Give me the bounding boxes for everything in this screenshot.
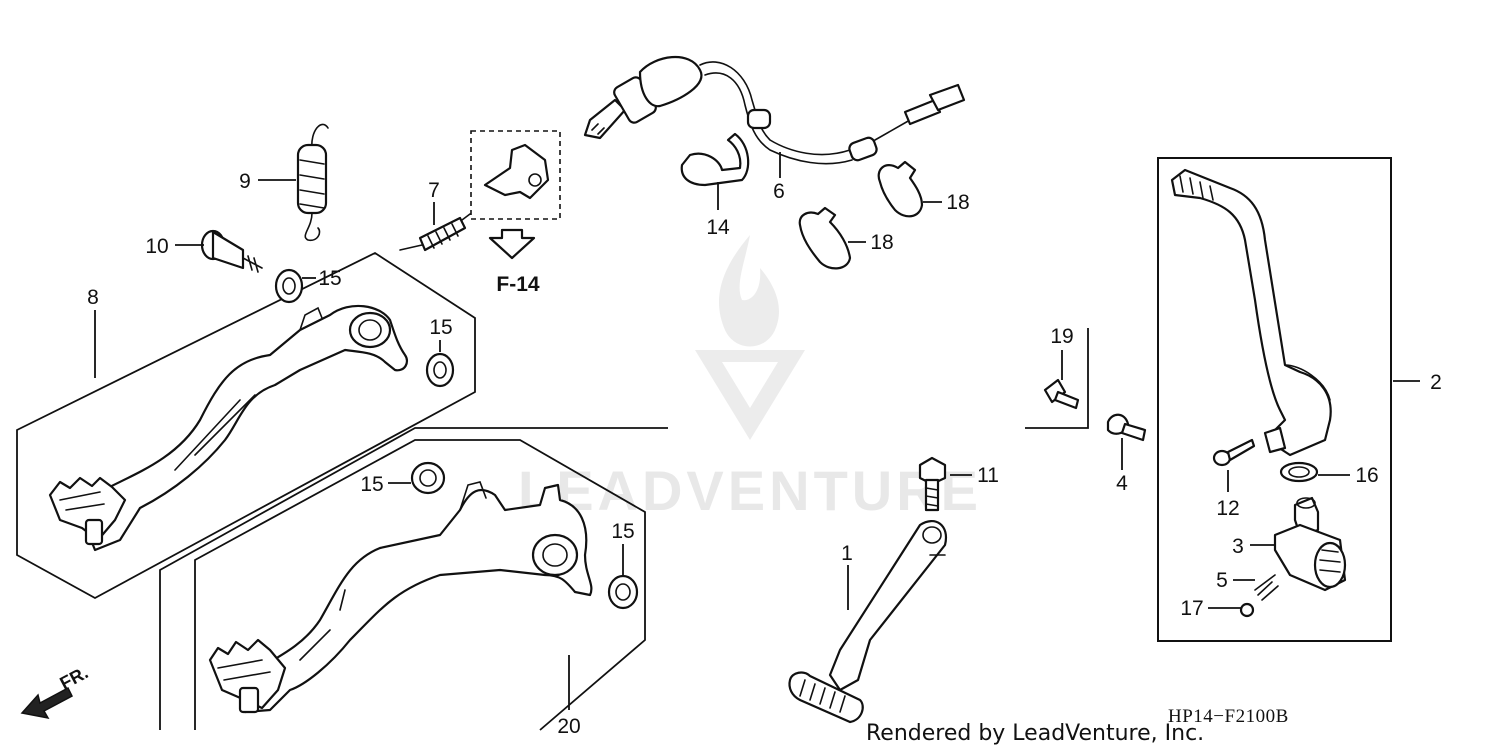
front-arrow-icon <box>20 686 73 720</box>
brake-pedal-20 <box>208 481 593 714</box>
assembly-outline-brake-pedal-20-inner <box>194 439 646 731</box>
callout-8: 8 <box>87 286 99 309</box>
callout-20: 20 <box>557 715 580 738</box>
callout-19: 19 <box>1050 325 1073 348</box>
watermark: LEADVENTURE <box>518 235 982 522</box>
diagram-code: HP14−F2100B <box>1168 706 1289 727</box>
washer-15-lower-left <box>410 461 446 495</box>
callout-10: 10 <box>145 235 168 258</box>
bolt-11 <box>918 456 947 512</box>
front-label: FR. <box>56 662 91 693</box>
callout-12: 12 <box>1216 497 1239 520</box>
return-spring-9 <box>296 123 329 242</box>
stop-switch-cable-6 <box>583 55 966 165</box>
callout-4: 4 <box>1116 472 1128 495</box>
callout-7: 7 <box>428 179 440 202</box>
callout-15-right: 15 <box>429 316 452 339</box>
callout-15-lower-left: 15 <box>360 473 383 496</box>
callout-11: 11 <box>977 464 999 487</box>
callout-16: 16 <box>1355 464 1378 487</box>
callout-18-upper: 18 <box>946 191 969 214</box>
callout-2: 2 <box>1430 371 1442 394</box>
washer-15-right <box>425 352 455 388</box>
callout-6: 6 <box>773 180 785 203</box>
pivot-bolt-10 <box>200 229 263 273</box>
front-direction-indicator: FR. <box>20 662 91 720</box>
washer-16 <box>1279 461 1319 483</box>
band-clip-18-upper <box>877 160 924 218</box>
bolt-4 <box>1106 413 1147 442</box>
callout-3: 3 <box>1232 535 1244 558</box>
callout-1: 1 <box>841 542 853 565</box>
callout-15-lower-right: 15 <box>611 520 634 543</box>
brake-pedal-8 <box>48 304 409 552</box>
footer-credit: Rendered by LeadVenture, Inc. <box>866 721 1204 746</box>
bolt-19 <box>1043 378 1080 410</box>
callout-labels: 9 10 7 8 15 15 15 15 F-14 14 6 18 18 19 … <box>87 170 1442 738</box>
watermark-flame-logo <box>718 235 779 347</box>
steel-ball-17 <box>1239 602 1255 618</box>
screw-12 <box>1212 438 1256 467</box>
kick-starter-box <box>1157 157 1392 642</box>
washer-15-upper <box>274 268 304 304</box>
callout-14: 14 <box>706 216 730 239</box>
band-clip-18-lower <box>798 206 852 270</box>
callout-9: 9 <box>239 170 251 193</box>
watermark-text: LEADVENTURE <box>518 459 982 522</box>
kick-bracket-outline <box>1025 328 1089 429</box>
washer-15-lower-right <box>607 574 639 610</box>
reference-box-f14 <box>470 130 561 260</box>
callout-17: 17 <box>1180 597 1203 620</box>
callout-18-lower: 18 <box>870 231 893 254</box>
reference-label-f14: F-14 <box>496 273 540 296</box>
cable-clip-14 <box>680 132 750 187</box>
gear-shift-pedal-1 <box>788 520 948 724</box>
watermark-v-logo <box>695 350 805 440</box>
kick-boss-3 <box>1273 496 1347 592</box>
spring-5 <box>1254 574 1279 601</box>
spring-7 <box>399 213 471 252</box>
kick-starter-arm-2 <box>1170 168 1332 457</box>
callout-5: 5 <box>1216 569 1228 592</box>
callout-15-upper: 15 <box>318 267 341 290</box>
assembly-outline-brake-pedal-20 <box>159 427 668 730</box>
leader-lines <box>94 152 1420 710</box>
arrow-down-icon <box>488 228 536 260</box>
assembly-outline-brake-pedal <box>16 251 476 600</box>
